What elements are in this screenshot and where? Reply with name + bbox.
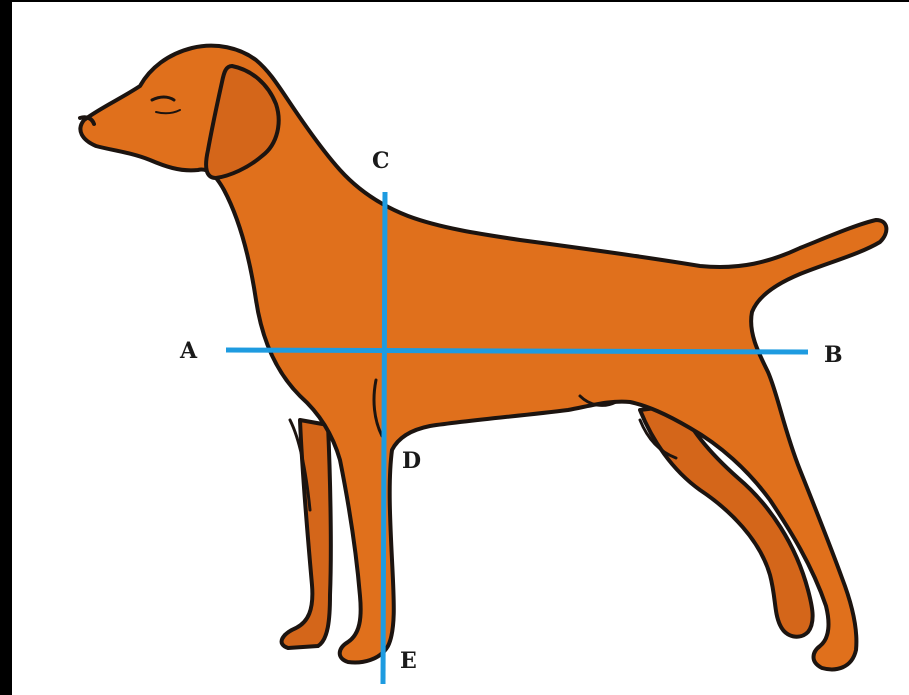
label-a: A <box>179 338 198 364</box>
label-c: C <box>372 148 390 174</box>
dog-body <box>80 46 886 670</box>
line-c-e <box>383 192 385 684</box>
label-d: D <box>402 448 421 474</box>
label-b: B <box>824 342 843 368</box>
far-front-leg <box>282 420 331 648</box>
line-a-b <box>226 350 808 352</box>
label-e: E <box>400 648 417 674</box>
